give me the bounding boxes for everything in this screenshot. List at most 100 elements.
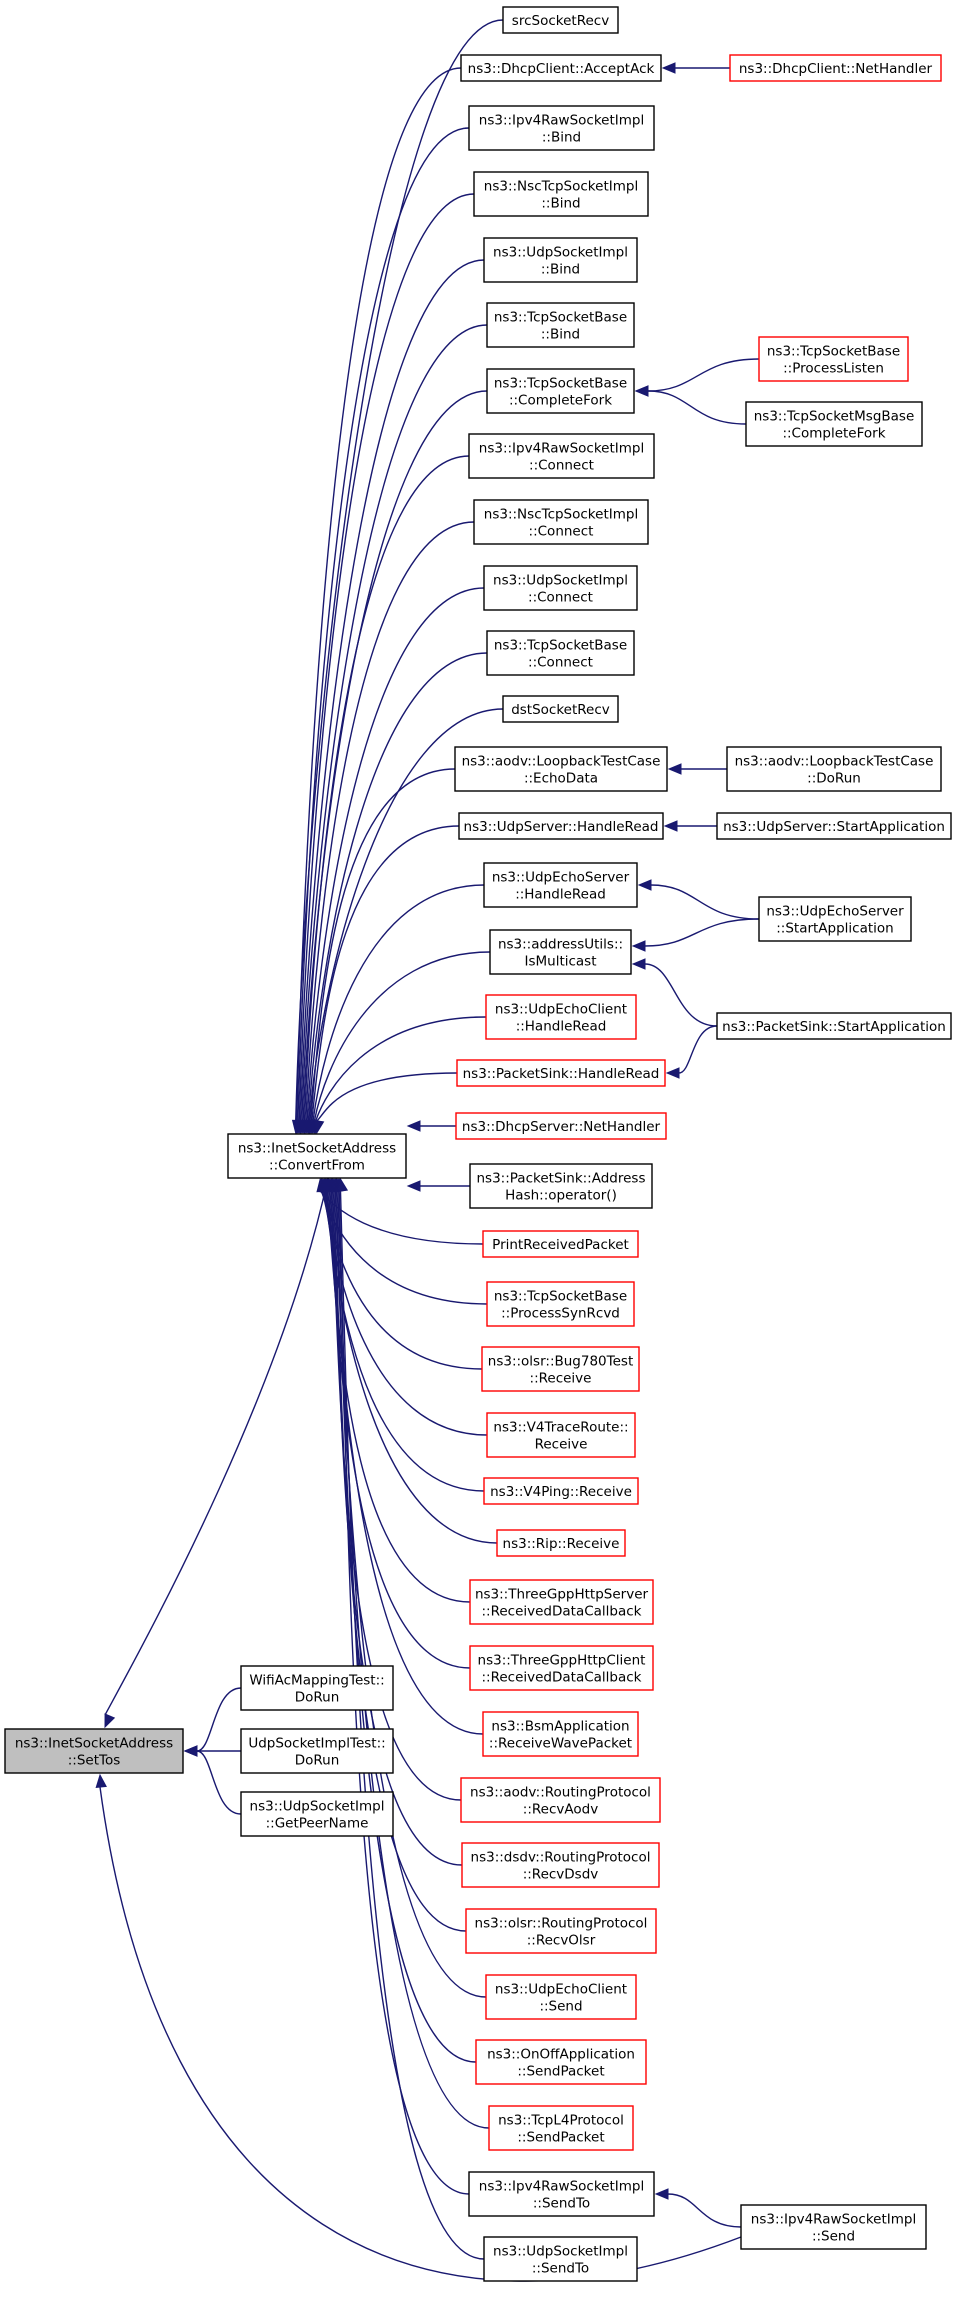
node-box <box>475 2039 647 2085</box>
node-bsm[interactable]: ns3::BsmApplication::ReceiveWavePacket <box>482 1711 639 1757</box>
node-dhcpclientnet[interactable]: ns3::DhcpClient::NetHandler <box>729 54 942 82</box>
node-box <box>461 1842 660 1888</box>
node-tcpbind[interactable]: ns3::TcpSocketBase::Bind <box>486 302 635 348</box>
edge-arrowhead <box>406 1120 421 1132</box>
node-box <box>455 1112 667 1140</box>
node-httpclient[interactable]: ns3::ThreeGppHttpClient::ReceivedDataCal… <box>469 1645 654 1691</box>
edge-arrowhead <box>183 1745 198 1757</box>
node-udpserverstart[interactable]: ns3::UdpServer::StartApplication <box>716 812 952 840</box>
node-tcpcompletefork[interactable]: ns3::TcpSocketBase::CompleteFork <box>486 368 635 414</box>
node-udpechoserverhandle[interactable]: ns3::UdpEchoServer::HandleRead <box>483 862 638 908</box>
node-aodvecho[interactable]: ns3::aodv::LoopbackTestCase::EchoData <box>454 746 668 792</box>
node-box <box>469 1645 654 1691</box>
node-dstrecv[interactable]: dstSocketRecv <box>502 695 619 723</box>
call-edge <box>298 193 475 1122</box>
node-tcpconnect[interactable]: ns3::TcpSocketBase::Connect <box>486 630 635 676</box>
node-box <box>468 105 655 151</box>
node-box <box>485 1974 637 2020</box>
edge-arrowhead <box>665 1067 680 1079</box>
node-packetsinkstart[interactable]: ns3::PacketSink::StartApplication <box>716 1012 952 1040</box>
node-label: ::Send <box>812 2229 855 2245</box>
node-udpconnect[interactable]: ns3::UdpSocketImpl::Connect <box>483 565 638 611</box>
node-udpechoclientsend[interactable]: ns3::UdpEchoClient::Send <box>485 1974 637 2020</box>
node-udpbind[interactable]: ns3::UdpSocketImpl::Bind <box>483 237 638 283</box>
node-onoffsend[interactable]: ns3::OnOffApplication::SendPacket <box>475 2039 647 2085</box>
node-label: Receive <box>535 1437 588 1453</box>
node-box <box>4 1728 184 1774</box>
node-ipv4rawsendto[interactable]: ns3::Ipv4RawSocketImpl::SendTo <box>468 2171 655 2217</box>
node-printreceived[interactable]: PrintReceivedPacket <box>482 1230 639 1258</box>
node-processlisten[interactable]: ns3::TcpSocketBase::ProcessListen <box>758 336 909 382</box>
node-ipv4rawbind[interactable]: ns3::Ipv4RawSocketImpl::Bind <box>468 105 655 151</box>
node-rip[interactable]: ns3::Rip::Receive <box>496 1529 626 1557</box>
node-box <box>460 1777 661 1823</box>
node-label: PrintReceivedPacket <box>492 1237 629 1253</box>
call-edge <box>331 1190 463 1866</box>
node-label: WifiAcMappingTest:: <box>249 1673 384 1689</box>
node-label: ns3::V4TraceRoute:: <box>493 1420 628 1436</box>
node-v4traceroute[interactable]: ns3::V4TraceRoute::Receive <box>486 1412 636 1458</box>
node-nscconnect[interactable]: ns3::NscTcpSocketImpl::Connect <box>473 499 649 545</box>
node-box <box>485 994 637 1040</box>
node-udpserverhandle[interactable]: ns3::UdpServer::HandleRead <box>458 812 664 840</box>
call-edge <box>644 963 718 1027</box>
node-srcrecv[interactable]: srcSocketRecv <box>502 6 619 34</box>
node-box <box>726 746 942 792</box>
node-nscbind[interactable]: ns3::NscTcpSocketImpl::Bind <box>473 171 649 217</box>
node-aodvdorun[interactable]: ns3::aodv::LoopbackTestCase::DoRun <box>726 746 942 792</box>
node-box <box>483 862 638 908</box>
node-aodvrecv[interactable]: ns3::aodv::RoutingProtocol::RecvAodv <box>460 1777 661 1823</box>
node-label: ns3::InetSocketAddress <box>238 1141 396 1157</box>
call-edge <box>339 1190 485 2260</box>
node-label: ns3::TcpSocketBase <box>494 310 627 326</box>
node-olsrrecv[interactable]: ns3::olsr::RoutingProtocol::RecvOlsr <box>465 1908 657 1954</box>
edge-arrowhead <box>667 763 682 775</box>
node-label: ::EchoData <box>524 771 598 787</box>
node-ipv4rawsend[interactable]: ns3::Ipv4RawSocketImpl::Send <box>740 2204 927 2250</box>
node-label: ns3::olsr::Bug780Test <box>488 1354 633 1370</box>
node-label: ns3::Ipv4RawSocketImpl <box>479 113 644 129</box>
node-dhcpaccept[interactable]: ns3::DhcpClient::AcceptAck <box>460 54 662 82</box>
node-label: ::SendTo <box>532 2261 589 2277</box>
node-udpechoserverstart[interactable]: ns3::UdpEchoServer::StartApplication <box>758 896 912 942</box>
node-label: ::Bind <box>541 327 580 343</box>
node-label: ::Bind <box>542 130 581 146</box>
node-dsdvrecv[interactable]: ns3::dsdv::RoutingProtocol::RecvDsdv <box>461 1842 660 1888</box>
node-v4ping[interactable]: ns3::V4Ping::Receive <box>483 1477 639 1505</box>
node-label: dstSocketRecv <box>511 702 610 718</box>
node-convertfrom[interactable]: ns3::InetSocketAddress::ConvertFrom <box>227 1133 407 1179</box>
node-label: ns3::TcpSocketBase <box>494 376 627 392</box>
node-tcpl4send[interactable]: ns3::TcpL4Protocol::SendPacket <box>488 2105 634 2151</box>
node-udpechoclienthandle[interactable]: ns3::UdpEchoClient::HandleRead <box>485 994 637 1040</box>
node-processsynrcvd[interactable]: ns3::TcpSocketBase::ProcessSynRcvd <box>486 1281 635 1327</box>
node-dhcpservernet[interactable]: ns3::DhcpServer::NetHandler <box>455 1112 667 1140</box>
node-ismulticast[interactable]: ns3::addressUtils::IsMulticast <box>489 929 632 975</box>
node-label: ::HandleRead <box>515 887 606 903</box>
call-edge <box>295 67 462 1122</box>
node-label: ::SendPacket <box>517 2064 604 2080</box>
node-label: ns3::PacketSink::HandleRead <box>463 1066 660 1082</box>
node-label: ns3::UdpEchoClient <box>495 1002 627 1018</box>
node-label: ns3::UdpEchoServer <box>492 870 630 886</box>
edge-arrowhead <box>661 62 676 74</box>
node-label: ns3::aodv::RoutingProtocol <box>470 1785 651 1801</box>
node-packetsinkhandle[interactable]: ns3::PacketSink::HandleRead <box>456 1059 666 1087</box>
node-box <box>483 565 638 611</box>
node-label: ns3::TcpSocketMsgBase <box>754 409 915 425</box>
node-label: ns3::UdpEchoClient <box>495 1982 627 1998</box>
nodes-layer: ns3::InetSocketAddress::SetTosns3::InetS… <box>4 6 952 2282</box>
node-getpeername[interactable]: ns3::UdpSocketImpl::GetPeerName <box>240 1791 394 1837</box>
node-ipv4rawconnect[interactable]: ns3::Ipv4RawSocketImpl::Connect <box>468 433 655 479</box>
node-udpimpltest[interactable]: UdpSocketImplTest::DoRun <box>240 1728 394 1774</box>
node-label: ::ReceivedDataCallback <box>481 1670 641 1686</box>
call-edge <box>647 390 747 425</box>
node-wifiac[interactable]: WifiAcMappingTest::DoRun <box>240 1665 394 1711</box>
node-msgbasefork[interactable]: ns3::TcpSocketMsgBase::CompleteFork <box>745 401 923 447</box>
node-bug780[interactable]: ns3::olsr::Bug780Test::Receive <box>481 1346 640 1392</box>
call-edge <box>319 1190 484 1245</box>
node-label: Hash::operator() <box>505 1188 617 1204</box>
node-udpsendto[interactable]: ns3::UdpSocketImpl::SendTo <box>483 2236 638 2282</box>
node-httpserver[interactable]: ns3::ThreeGppHttpServer::ReceivedDataCal… <box>469 1579 654 1625</box>
